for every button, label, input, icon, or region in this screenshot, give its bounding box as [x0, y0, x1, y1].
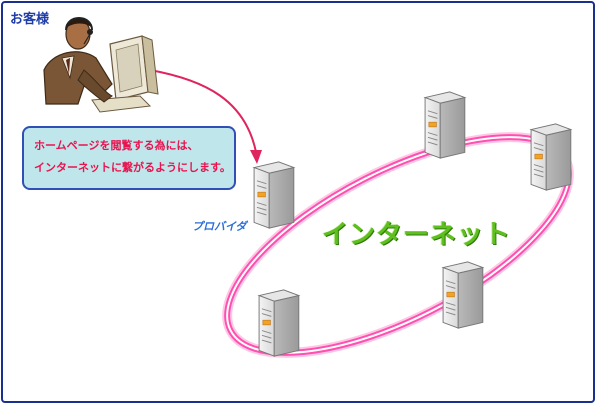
callout-line-2: インターネットに繋がるようにします。	[34, 161, 231, 174]
server-icon	[442, 261, 484, 329]
internet-label: インターネット	[322, 220, 512, 250]
person-at-computer-icon	[43, 17, 159, 113]
server-icon	[424, 91, 466, 159]
server-icon	[530, 123, 572, 191]
server-icon	[253, 161, 295, 229]
callout-line-1: ホームページを閲覧する為には、	[34, 139, 199, 152]
provider-label: プロバイダ	[192, 220, 247, 233]
connection-arrow	[149, 69, 257, 153]
callout-box: ホームページを閲覧する為には、 インターネットに繋がるようにします。	[22, 126, 236, 190]
server-icon	[258, 289, 300, 357]
arrow-head	[250, 150, 262, 164]
customer-label: お客様	[10, 12, 50, 27]
